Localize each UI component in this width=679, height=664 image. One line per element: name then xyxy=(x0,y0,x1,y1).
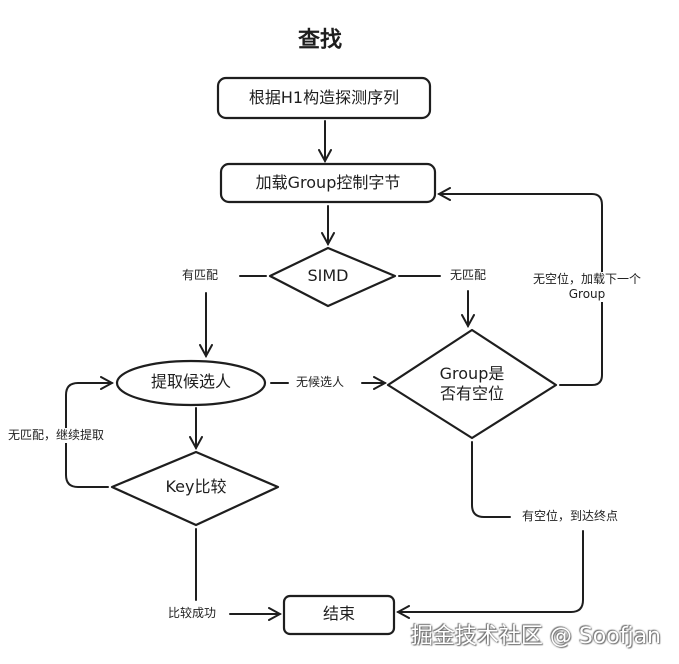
group-empty-label: Group是 否有空位 xyxy=(439,364,505,403)
simd-label: SIMD xyxy=(307,266,349,285)
no-match-label: 无匹配 xyxy=(448,268,489,283)
node-load-group xyxy=(219,162,437,204)
no-match-continue-label: 无匹配，继续提取 xyxy=(6,428,107,443)
edge-simd-no-match xyxy=(398,275,468,326)
has-match-label: 有匹配 xyxy=(180,268,221,283)
extract-label: 提取候选人 xyxy=(150,372,231,391)
node-build-probe xyxy=(216,76,432,120)
has-slot-end-label: 有空位，到达终点 xyxy=(520,509,621,524)
edge-simd-has-match xyxy=(206,275,267,356)
load-group-label: 加载Group控制字节 xyxy=(255,173,401,192)
no-slot-load-next-label: 无空位，加载下一个 Group xyxy=(531,272,644,302)
edge-group-has-slot xyxy=(398,441,584,612)
end-label: 结束 xyxy=(322,604,355,623)
watermark: 掘金技术社区 @ Soofjan xyxy=(410,624,661,649)
key-compare-label: Key比较 xyxy=(165,477,227,496)
no-candidate-label: 无候选人 xyxy=(294,375,347,390)
compare-success-label: 比较成功 xyxy=(166,606,219,621)
node-simd-diamond xyxy=(268,246,397,308)
edge-key-success xyxy=(195,528,280,614)
node-group-empty-diamond xyxy=(386,328,558,440)
node-extract-ellipse xyxy=(115,359,267,407)
node-key-compare-diamond xyxy=(110,450,280,527)
diagram-title: 查找 xyxy=(297,28,342,53)
build-probe-label: 根据H1构造探测序列 xyxy=(248,88,400,107)
